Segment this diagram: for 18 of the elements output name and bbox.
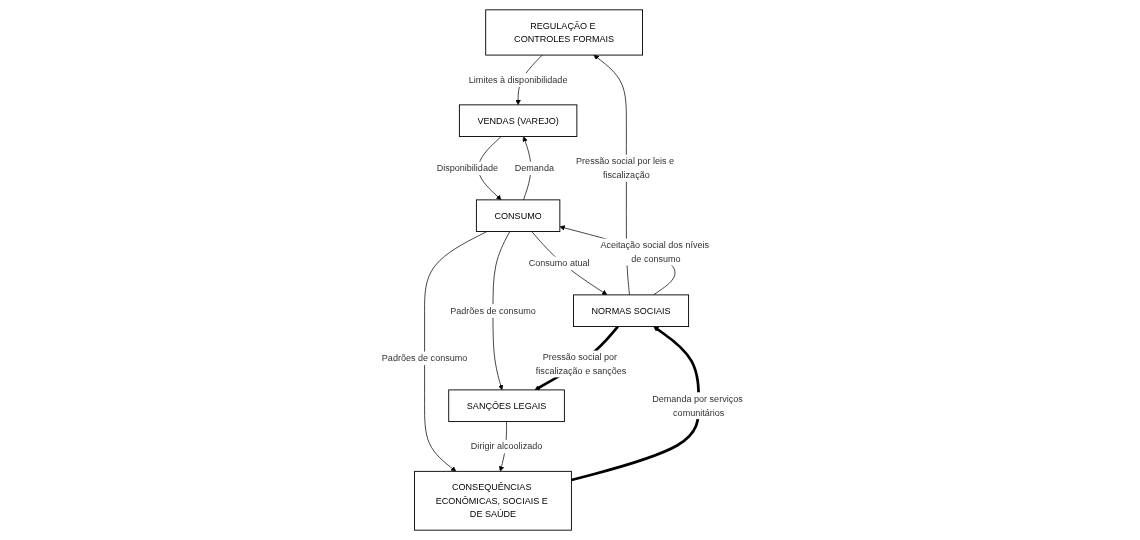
edge-label: Padrões de consumo (381, 352, 467, 363)
node-box: NORMAS SOCIAIS (572, 294, 689, 327)
edge-label: Demanda (514, 162, 554, 173)
edge-label: Aceitação social dos níveis de consumo (599, 239, 709, 264)
node-box: CONSUMO (475, 199, 560, 232)
edge-label: Demanda por serviços comunitários (651, 393, 743, 418)
edge-label: Padrões de consumo (449, 305, 536, 316)
edge-label: Disponibilidade (436, 162, 498, 173)
edge-label: Limites à disponibilidade (468, 74, 567, 85)
node-box: VENDAS (VAREJO) (458, 104, 577, 137)
arrow (570, 326, 700, 482)
edge-label: Consumo atual (528, 257, 590, 268)
edge-label: Dirigir alcoolizado (470, 440, 542, 452)
node-box: CONSEQUÊNCIAS ECONÔMICAS, SOCIAIS E DE SAÚDE (413, 470, 572, 531)
edge-label: Pressão social por leis e fiscalização (575, 155, 674, 180)
node-box: REGULAÇÃO E CONTROLES FORMAIS (484, 9, 643, 56)
edge-label: Pressão social por fiscalização e sanções (535, 351, 626, 376)
node-box: SANÇÕES LEGAIS (447, 389, 565, 422)
